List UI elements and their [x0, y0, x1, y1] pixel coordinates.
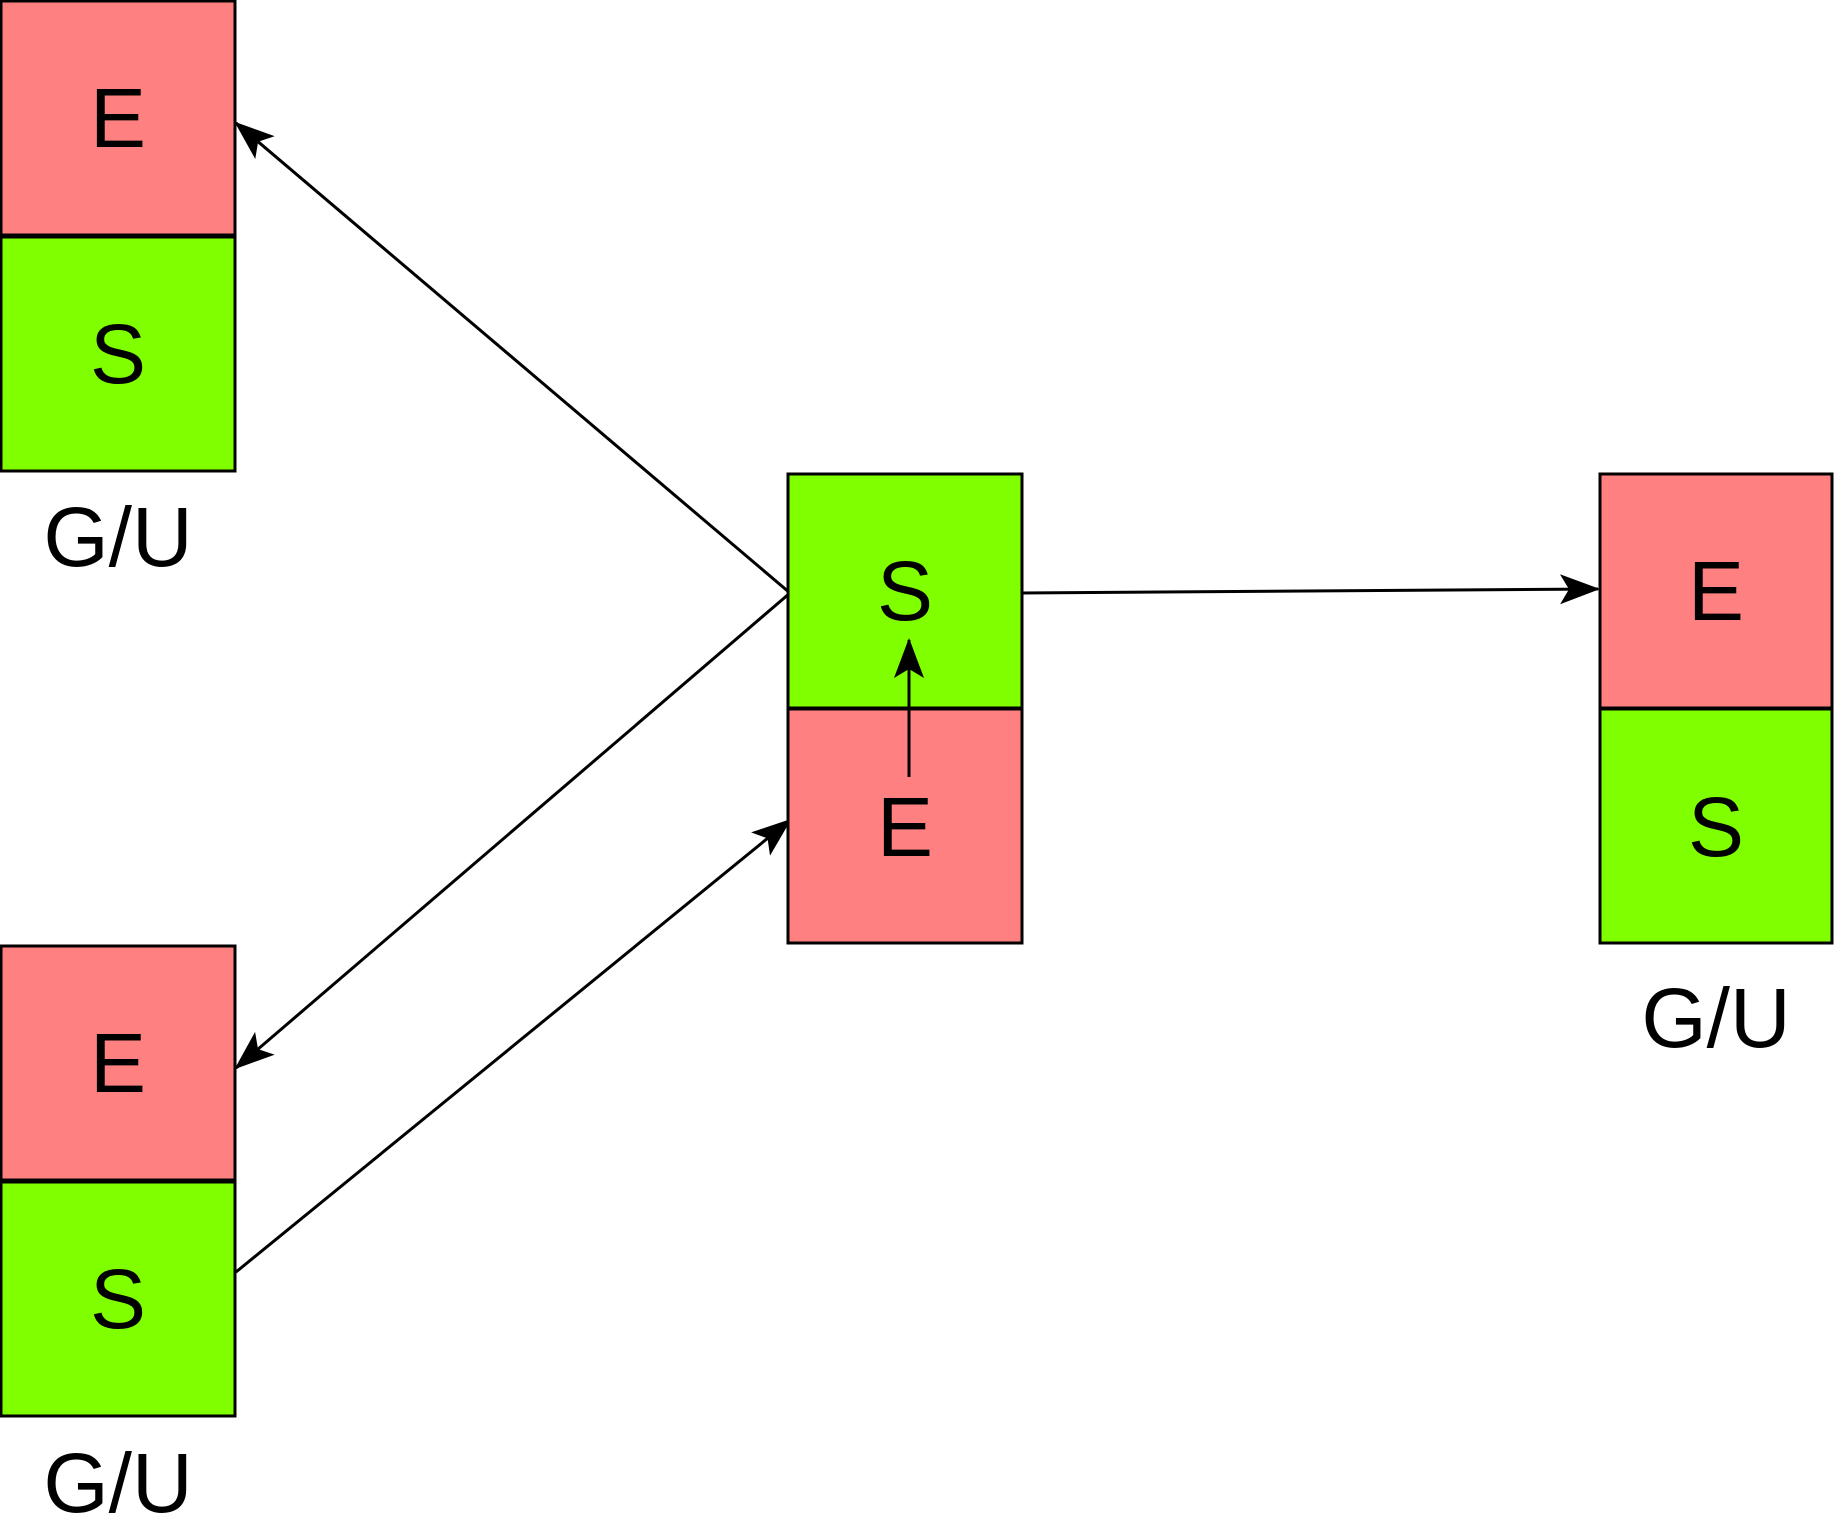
edges-layer — [234, 121, 1600, 1274]
top-left-s-label: S — [90, 307, 146, 401]
edge-center-s-to-top-left-e — [234, 121, 791, 595]
right-s-label: S — [1688, 780, 1744, 874]
right-e-label: E — [1688, 544, 1744, 638]
center-e-label: E — [877, 780, 933, 874]
center-s-label: S — [877, 544, 933, 638]
edge-bottom-left-s-to-center-e — [235, 818, 792, 1274]
edge-center-s-to-right-e — [1020, 574, 1600, 605]
center-e-cell — [786, 707, 1024, 945]
right-s-cell — [1598, 707, 1834, 945]
right-group-label: G/U — [1641, 971, 1790, 1065]
node-bottom-left: E S G/U — [0, 944, 237, 1520]
top-left-group-label: G/U — [43, 490, 192, 584]
edge-center-s-to-bottom-left-e — [234, 591, 791, 1070]
node-top-left: E S G/U — [0, 0, 237, 584]
bottom-left-e-label: E — [90, 1016, 146, 1110]
bottom-left-s-cell — [0, 1180, 237, 1418]
bottom-left-group-label: G/U — [43, 1436, 192, 1520]
top-left-s-cell — [0, 235, 237, 473]
bottom-left-s-label: S — [90, 1252, 146, 1346]
bottom-left-e-cell — [0, 944, 237, 1182]
node-center: S E — [786, 472, 1024, 945]
top-left-e-cell — [0, 0, 237, 237]
right-e-cell — [1598, 472, 1834, 710]
top-left-e-label: E — [90, 71, 146, 165]
node-right: E S G/U — [1598, 472, 1834, 1065]
